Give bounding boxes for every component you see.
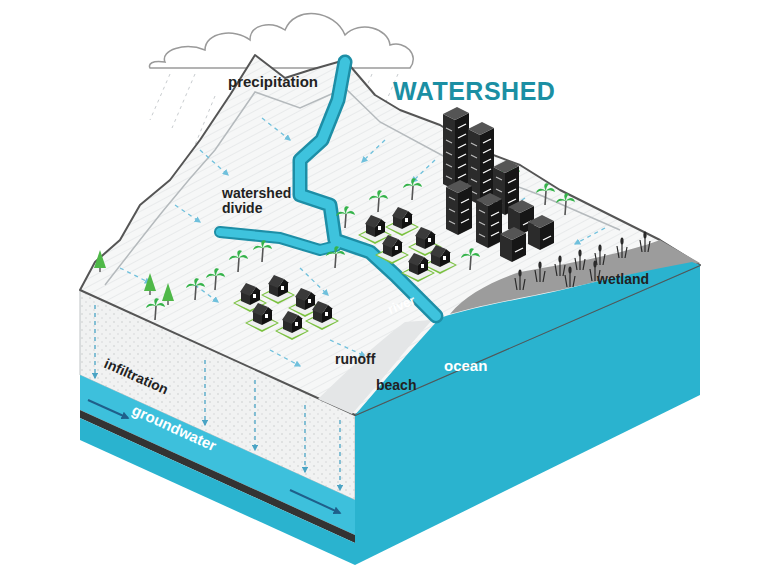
ridge-label: watershed divide xyxy=(222,186,306,215)
pine-trees xyxy=(94,250,174,305)
process-label: precipitation xyxy=(228,74,318,90)
process-label: infiltration xyxy=(102,356,170,397)
cloud xyxy=(150,14,414,68)
impermeable-layer xyxy=(80,410,355,543)
palm-trees xyxy=(146,158,575,320)
city-buildings xyxy=(443,107,554,262)
wetland-label: wetland xyxy=(597,272,649,287)
layer-label: groundwater xyxy=(129,402,218,454)
land-surface xyxy=(80,55,700,415)
runoff-label: runoff xyxy=(335,352,375,367)
beach-label: beach xyxy=(376,378,416,393)
diagram-title: WATERSHED xyxy=(393,78,555,104)
ocean-label: ocean xyxy=(444,358,487,374)
river-label: river xyxy=(386,293,417,316)
houses-right xyxy=(358,207,457,282)
groundwater-arrows xyxy=(88,400,340,513)
houses-left xyxy=(233,275,339,340)
